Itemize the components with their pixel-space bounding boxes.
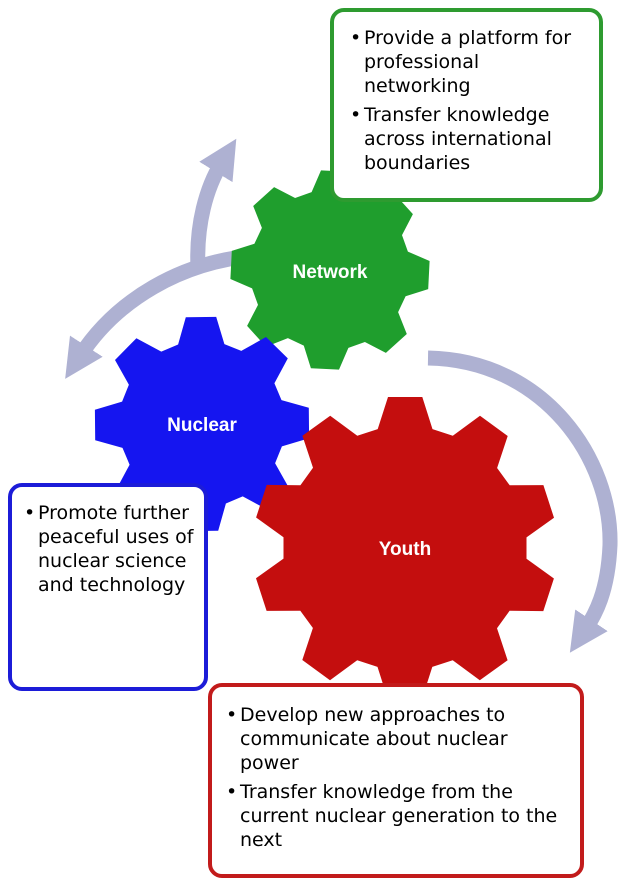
network-callout-list: Provide a platform for professional netw…	[350, 26, 589, 175]
network-callout: Provide a platform for professional netw…	[330, 8, 603, 202]
youth-callout-list: Develop new approaches to communicate ab…	[226, 703, 572, 852]
gear-youth: Youth	[256, 397, 554, 699]
nuclear-callout: Promote further peaceful uses of nuclear…	[8, 483, 208, 691]
network-callout-item: Provide a platform for professional netw…	[350, 26, 589, 98]
arrow-network-to-top	[190, 138, 237, 269]
gear-nuclear-label: Nuclear	[167, 415, 237, 436]
youth-callout: Develop new approaches to communicate ab…	[208, 683, 584, 878]
gear-youth-label: Youth	[379, 539, 431, 560]
gear-network-body	[230, 170, 430, 370]
arrow-network-to-youth	[427, 350, 618, 653]
network-callout-item: Transfer knowledge across international …	[350, 103, 589, 175]
gear-nuclear-body	[94, 316, 310, 532]
gear-nuclear: Nuclear	[94, 316, 310, 532]
gear-network: Network	[230, 170, 430, 370]
nuclear-callout-list: Promote further peaceful uses of nuclear…	[24, 501, 196, 597]
gear-network-label: Network	[293, 262, 368, 283]
youth-callout-item: Develop new approaches to communicate ab…	[226, 703, 572, 775]
gear-youth-body	[256, 397, 554, 699]
nuclear-callout-item: Promote further peaceful uses of nuclear…	[24, 501, 196, 597]
youth-callout-item: Transfer knowledge from the current nucl…	[226, 780, 572, 852]
